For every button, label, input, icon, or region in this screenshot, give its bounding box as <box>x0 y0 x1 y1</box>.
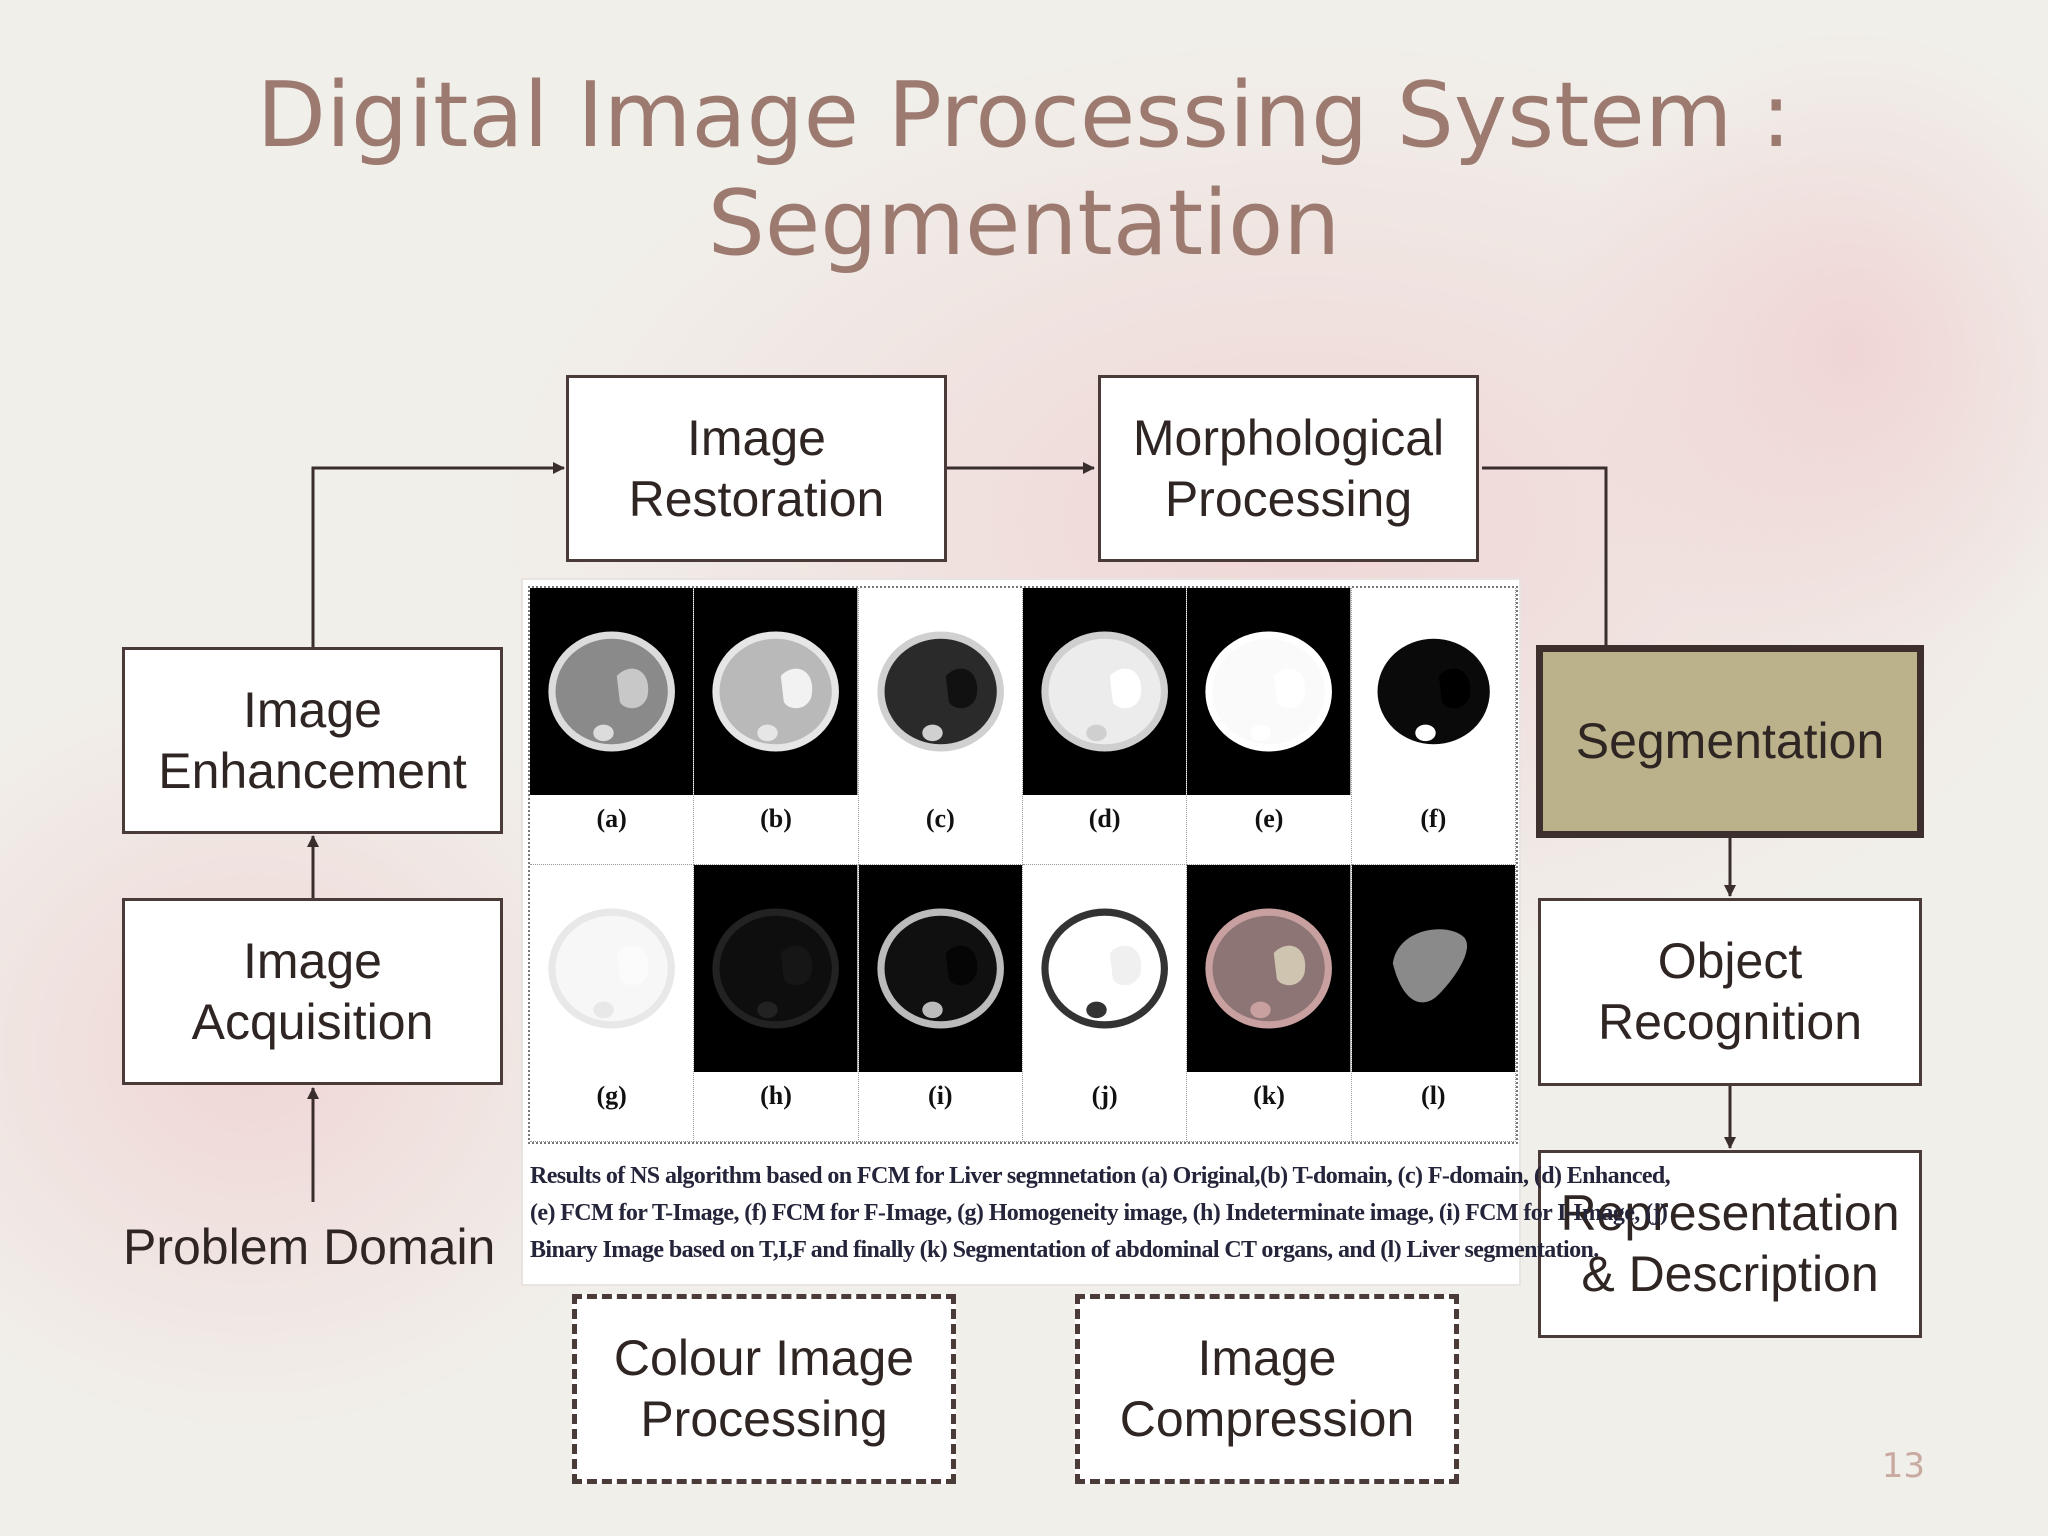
morphological-processing-box: Morphological Processing <box>1098 375 1479 562</box>
ct-scan-image <box>1351 588 1515 795</box>
segmentation-results-figure: (a) (b) (c) (d) (e) (f) (g) (h) (i) (j) (k) (l) Res… <box>523 580 1671 1284</box>
ct-scan-image <box>694 865 858 1072</box>
representation-description-box: Representation & Description <box>1538 1150 1922 1338</box>
image-restoration-box: Image Restoration <box>566 375 947 562</box>
ct-scan-image <box>858 588 1022 795</box>
image-acquisition-box: Image Acquisition <box>122 898 503 1085</box>
caption-line-3: Binary Image based on T,I,F and finally … <box>530 1237 1599 1263</box>
ct-panel: (i) <box>858 865 1023 1142</box>
arrow-morphological-to-segmentation <box>1482 466 1608 647</box>
ct-panel: (c) <box>858 588 1023 865</box>
problem-domain-label: Problem Domain <box>123 1219 496 1275</box>
object-recognition-box: Object Recognition <box>1538 898 1922 1086</box>
ct-scan-image <box>858 865 1022 1072</box>
ct-scan-image <box>1351 865 1515 1072</box>
panel-label: (g) <box>596 1081 627 1110</box>
caption-line-2: (e) FCM for T-Image, (f) FCM for F-Image… <box>530 1200 1668 1226</box>
ct-panel: (e) <box>1187 588 1352 865</box>
panel-label: (a) <box>596 804 627 833</box>
panel-label: (f) <box>1420 804 1447 833</box>
ct-panel: (l) <box>1351 865 1516 1142</box>
panel-label: (d) <box>1088 804 1121 833</box>
ct-scan-image <box>530 865 694 1072</box>
figure-caption: Results of NS algorithm based on FCM for… <box>530 1158 1671 1269</box>
ct-scan-image <box>1022 865 1187 1072</box>
ct-scan-image <box>1022 588 1187 795</box>
slide-title: Digital Image Processing System : Segmen… <box>256 63 1792 276</box>
ct-scan-image <box>694 588 858 795</box>
ct-scan-image <box>530 588 694 795</box>
ct-panel: (d) <box>1022 588 1188 865</box>
image-enhancement-box: Image Enhancement <box>122 647 503 834</box>
ct-panel: (f) <box>1351 588 1516 865</box>
page-number: 13 <box>1881 1446 1925 1486</box>
ct-panel: (j) <box>1022 865 1188 1142</box>
segmentation-box: Segmentation <box>1536 645 1924 838</box>
panel-label: (l) <box>1421 1081 1446 1110</box>
ct-scan-image <box>1187 865 1351 1072</box>
panel-label: (k) <box>1253 1081 1285 1110</box>
ct-panel: (g) <box>530 865 695 1142</box>
panel-label: (i) <box>928 1081 953 1110</box>
ct-scan-image <box>1187 588 1351 795</box>
ct-panel-grid: (a) (b) (c) (d) (e) (f) (g) (h) (i) (j) (k) (l) <box>528 586 1518 1144</box>
panel-label: (e) <box>1254 804 1284 833</box>
caption-line-1: Results of NS algorithm based on FCM for… <box>530 1163 1671 1189</box>
image-compression-box: Image Compression <box>1075 1294 1459 1484</box>
ct-panel: (a) <box>530 588 695 865</box>
panel-label: (h) <box>760 1081 792 1110</box>
colour-image-processing-box: Colour Image Processing <box>572 1294 956 1484</box>
ct-panel: (h) <box>694 865 859 1142</box>
panel-label: (c) <box>925 804 955 833</box>
ct-panel: (b) <box>694 588 859 865</box>
arrow-enhancement-to-restoration <box>311 462 565 647</box>
panel-label: (j) <box>1091 1081 1118 1110</box>
ct-panel: (k) <box>1187 865 1352 1142</box>
panel-label: (b) <box>760 804 792 833</box>
